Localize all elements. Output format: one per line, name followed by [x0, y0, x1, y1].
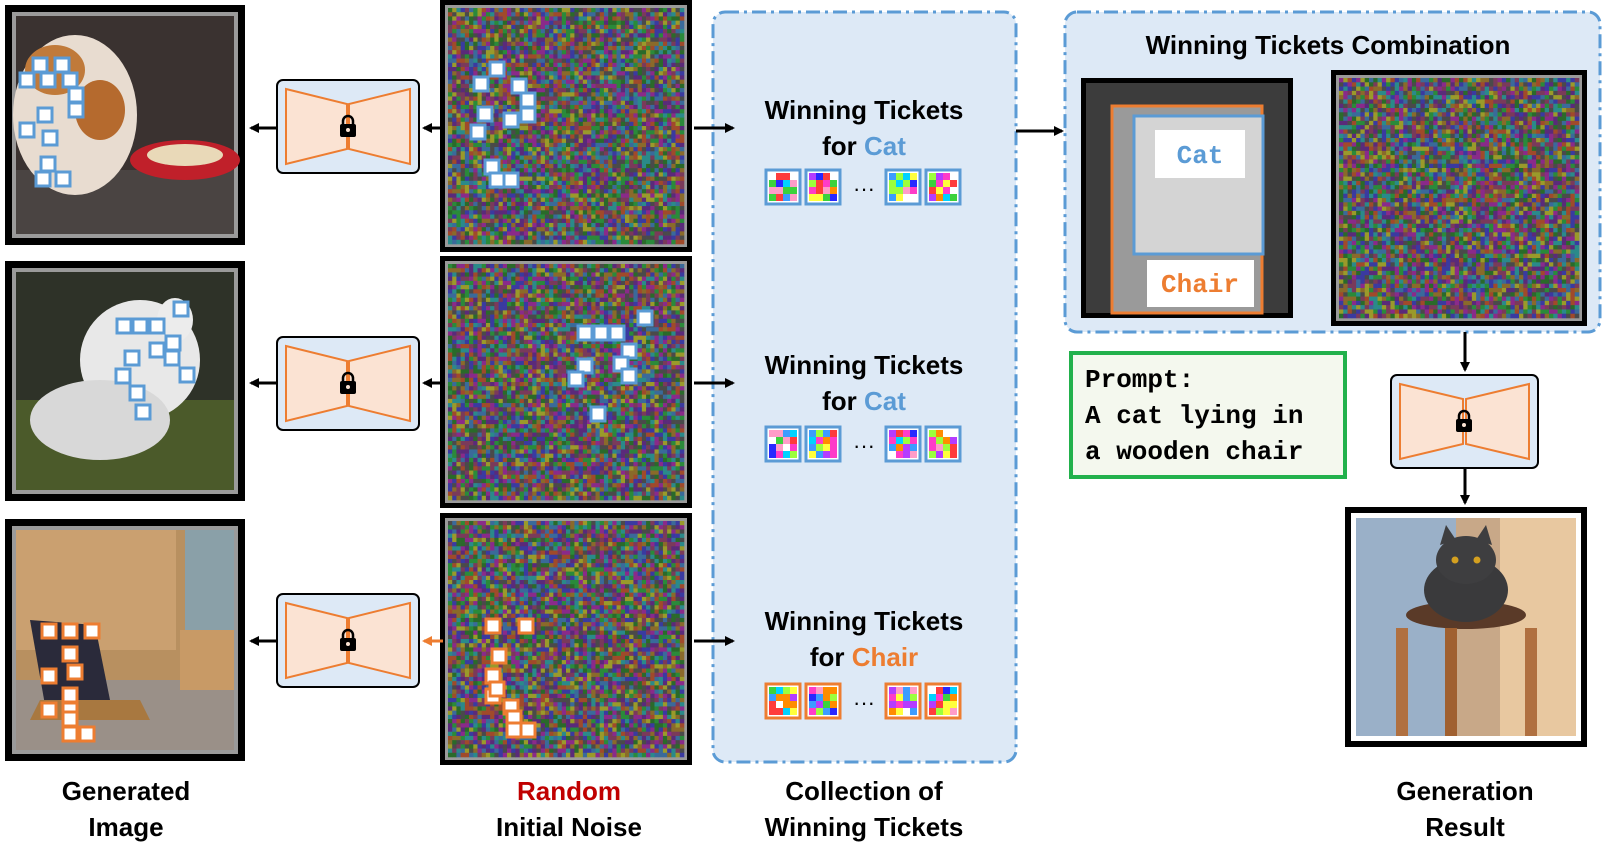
- ticket-title-2: Winning Tickets: [765, 350, 964, 380]
- noise-2: [440, 256, 692, 508]
- generated-image-chair: [5, 519, 245, 761]
- noise-cat-patches-2: [567, 309, 654, 423]
- lock-icon: [340, 371, 356, 394]
- tickets-2: [764, 425, 962, 463]
- cat-patches-2: [114, 300, 196, 421]
- ticket-subtitle-2: for Cat: [822, 386, 906, 416]
- tickets-1: [764, 168, 962, 206]
- label-generated-line1: Generated: [62, 776, 191, 806]
- ellipsis-2: ···: [853, 433, 875, 458]
- prompt-line-1: A cat lying in: [1085, 401, 1303, 431]
- noise-chair-patches: [484, 617, 537, 739]
- tickets-3: [764, 682, 962, 720]
- label-result-line1: Generation: [1396, 776, 1533, 806]
- label-random-line2: Initial Noise: [496, 812, 642, 842]
- unet-3: [276, 593, 420, 688]
- row-3: Winning Tickets for Chair ···: [5, 513, 963, 765]
- combination-mask: Cat Chair: [1081, 78, 1293, 318]
- noise-cat-patches-1: [469, 60, 537, 189]
- generated-image-cat-1: [5, 5, 245, 245]
- label-random-line1: Random: [517, 776, 621, 806]
- mask-cat-label: Cat: [1177, 141, 1224, 171]
- unet-final: [1390, 374, 1539, 469]
- ticket-title-3: Winning Tickets: [765, 606, 964, 636]
- cat-patches-1: [18, 56, 85, 188]
- label-generated-line2: Image: [88, 812, 163, 842]
- lock-icon: [340, 114, 356, 137]
- label-result-line2: Result: [1425, 812, 1505, 842]
- chair-patches-1: [40, 622, 101, 743]
- noise-1: [440, 0, 692, 252]
- label-collection-line2: Winning Tickets: [765, 812, 964, 842]
- combination-title: Winning Tickets Combination: [1146, 30, 1511, 60]
- row-2: Winning Tickets for Cat ···: [5, 256, 963, 508]
- generation-result-image: [1345, 507, 1587, 747]
- combination-noise: [1331, 70, 1587, 326]
- mask-chair-label: Chair: [1161, 270, 1239, 300]
- lock-icon: [340, 628, 356, 651]
- noise-3: [440, 513, 692, 765]
- prompt-box: [1069, 351, 1347, 479]
- ellipsis-3: ···: [853, 690, 875, 715]
- prompt-line-2: a wooden chair: [1085, 437, 1303, 467]
- row-1: Winning Tickets for Cat ···: [5, 0, 963, 252]
- prompt-label: Prompt:: [1085, 365, 1194, 395]
- ticket-title-1: Winning Tickets: [765, 95, 964, 125]
- ticket-subtitle-3: for Chair: [810, 642, 918, 672]
- unet-1: [276, 79, 420, 174]
- ticket-subtitle-1: for Cat: [822, 131, 906, 161]
- ellipsis-1: ···: [853, 176, 875, 201]
- unet-2: [276, 336, 420, 431]
- lock-icon: [1456, 409, 1472, 432]
- label-collection-line1: Collection of: [785, 776, 943, 806]
